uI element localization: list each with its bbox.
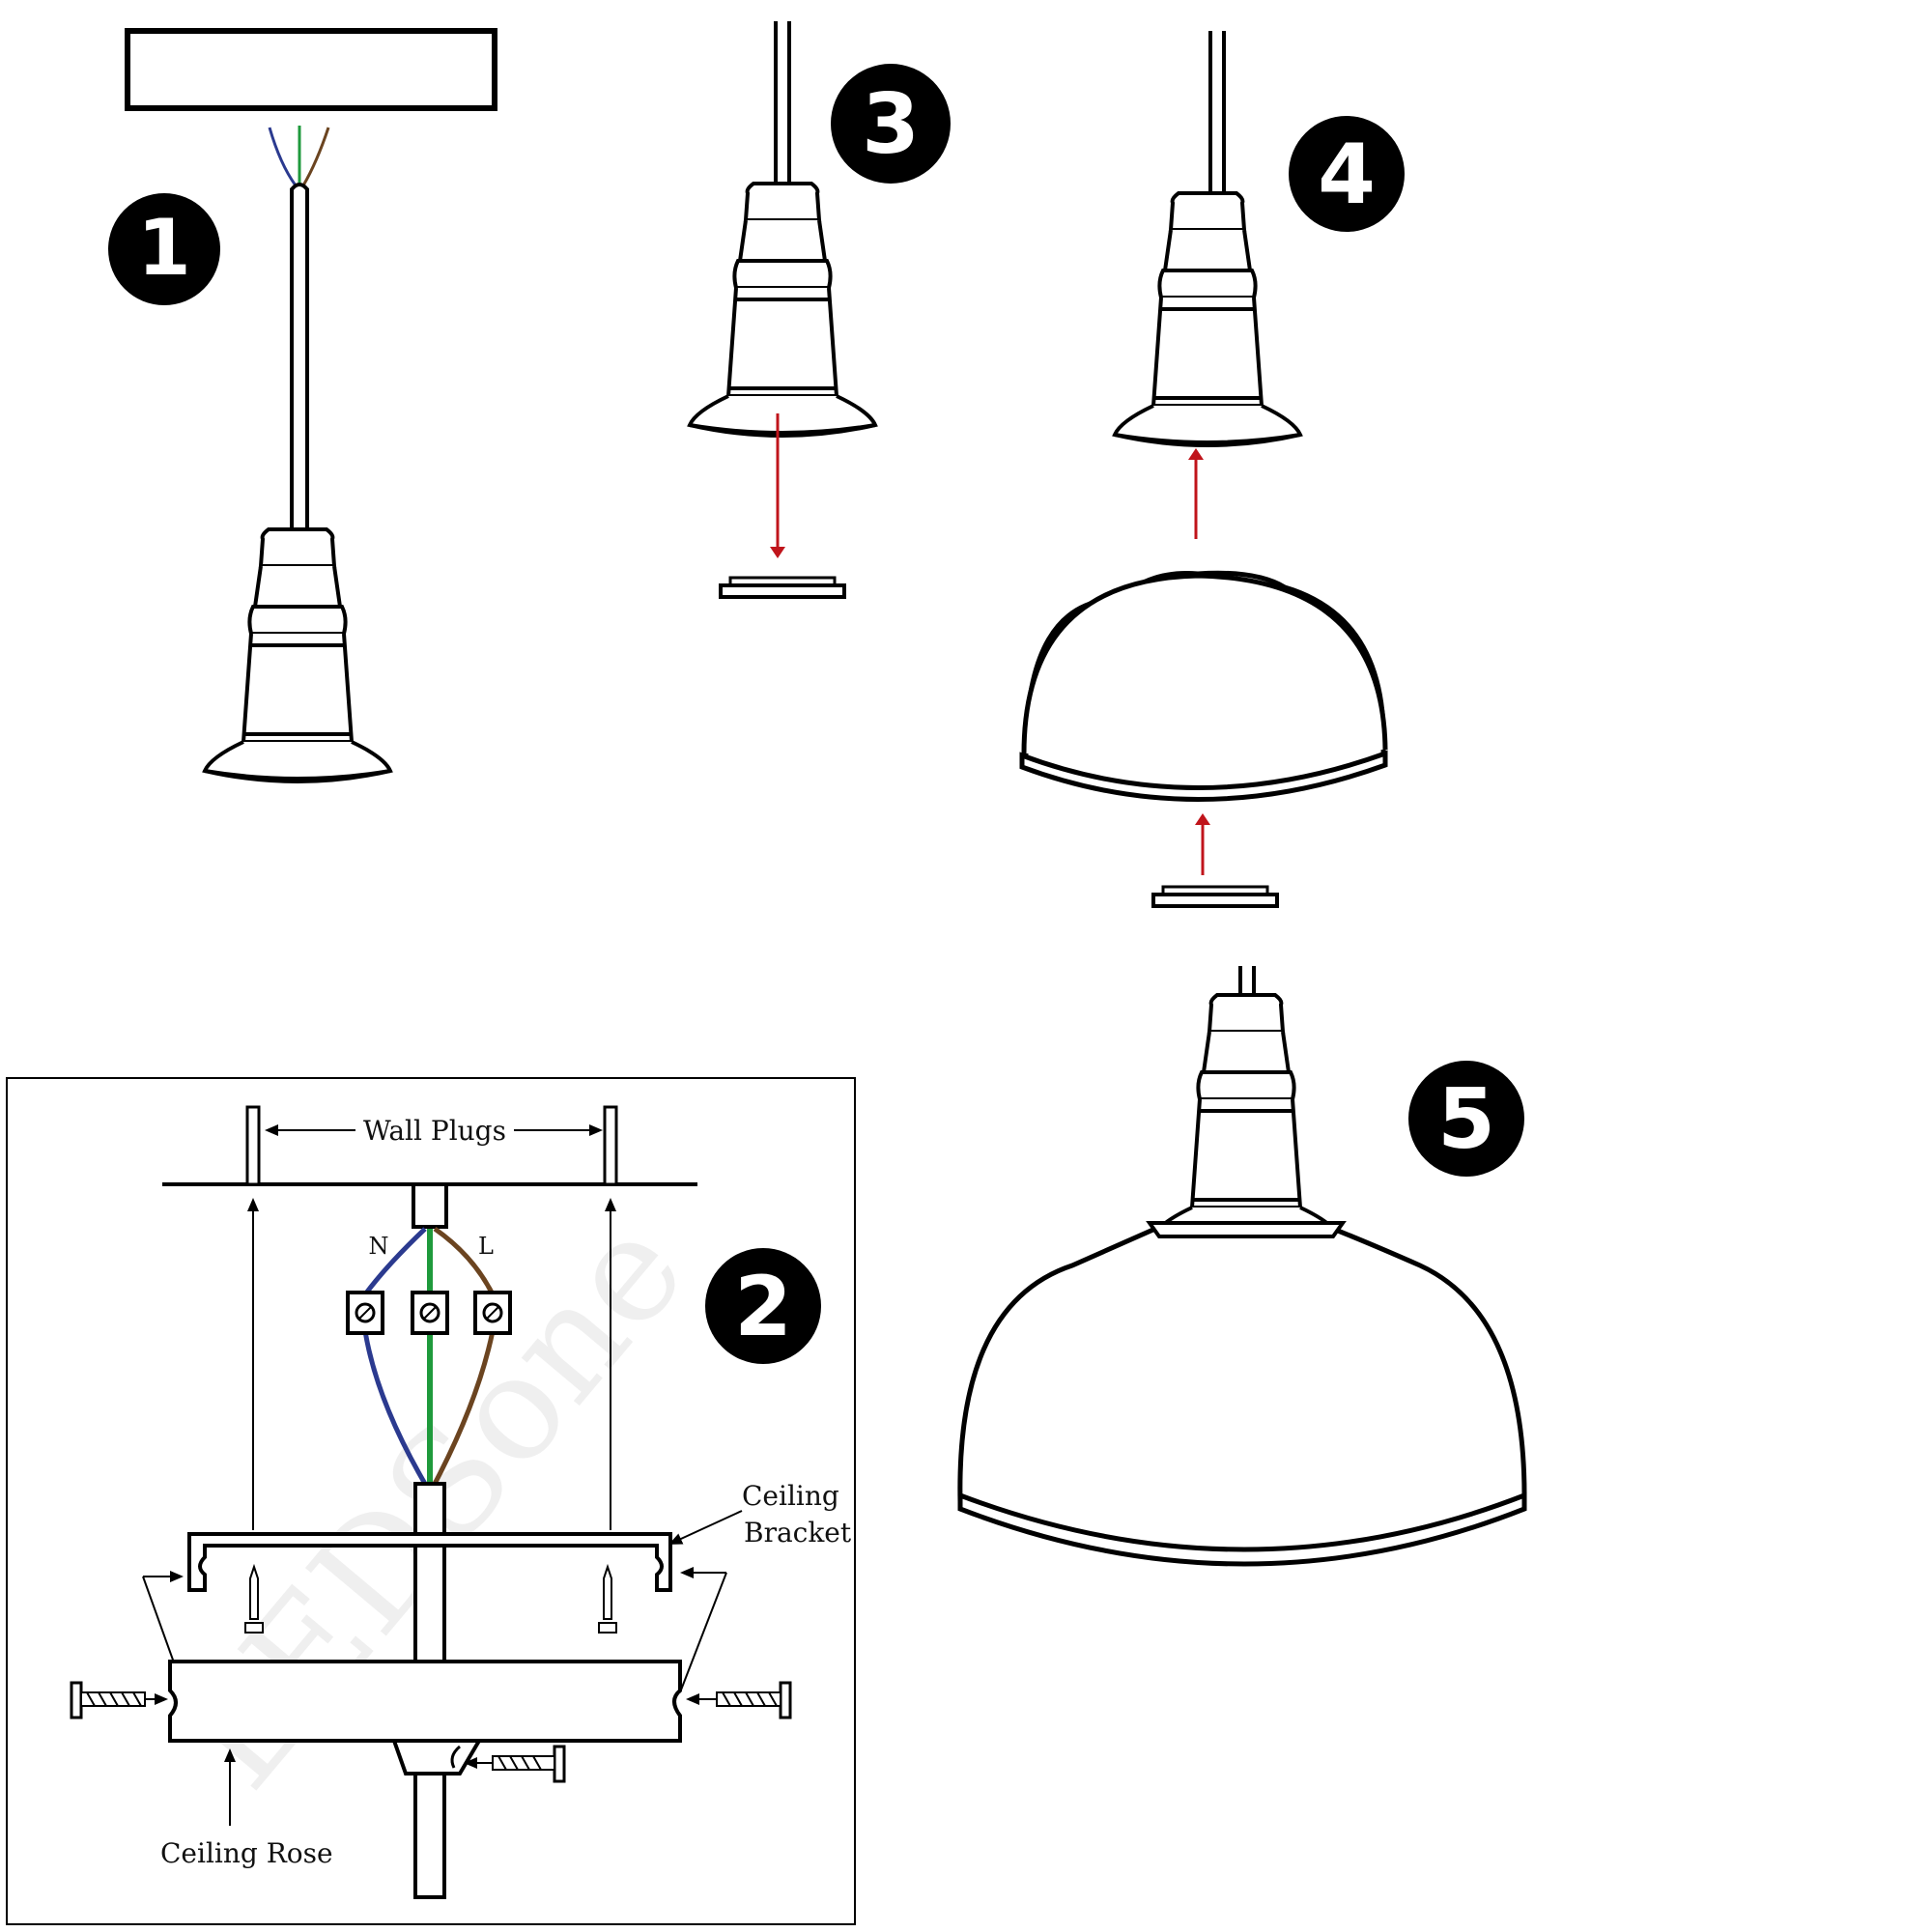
ceiling-box [125,28,497,111]
step-4: 4 [1019,31,1405,908]
terminal-block-live [473,1291,512,1335]
ceiling-rose-label: Ceiling Rose [160,1837,333,1869]
ceiling-bracket [187,1532,672,1592]
step-5: 5 [957,966,1527,1567]
live-wire [301,127,330,186]
terminal-block-earth [411,1291,449,1335]
step-badge [1289,116,1405,232]
rose-screw-left [70,1681,168,1719]
lampholder [1151,993,1341,1249]
neutral-label: N [369,1233,389,1260]
pendant-cable [290,183,309,531]
step-number-4: 4 [1318,127,1376,223]
step-number-3: 3 [862,76,920,173]
lampholder [203,527,392,783]
step-1: 1 [108,28,497,783]
ceiling-bracket-label-line2: Bracket [744,1517,852,1548]
shade-ring [1151,885,1279,908]
bracket-screw-left [244,1563,264,1634]
ceiling-bracket-label-line1: Ceiling [742,1480,839,1512]
bracket-screw-right [598,1563,617,1634]
step-badge [108,193,220,305]
lampholder [688,182,877,438]
step-number-2: 2 [734,1259,792,1355]
step-badge [831,64,951,184]
live-wire [433,1226,496,1296]
neutral-wire [268,127,298,186]
dome-shade [957,1226,1527,1502]
step-3: 3 [688,21,951,599]
shade-ring [719,576,846,599]
neutral-wire [362,1227,427,1296]
rose-screw-right [686,1681,792,1719]
terminal-block-neutral [346,1291,384,1335]
step-number-5: 5 [1437,1071,1495,1168]
shade-rim [957,1492,1527,1567]
step-2: LEDSone Wall Plugs N L [6,1077,856,1925]
step-badge [705,1248,821,1364]
wall-plug-left [245,1105,261,1186]
shade-rim [1019,750,1388,802]
step-badge [1408,1061,1524,1177]
wall-plugs-label: Wall Plugs [363,1115,506,1147]
rose-screw-bottom [464,1745,566,1783]
step-number-1: 1 [137,203,191,293]
wall-plug-right [603,1105,618,1186]
ceiling-rose [168,1660,682,1743]
live-label: L [478,1233,494,1260]
lampholder [1113,191,1302,447]
